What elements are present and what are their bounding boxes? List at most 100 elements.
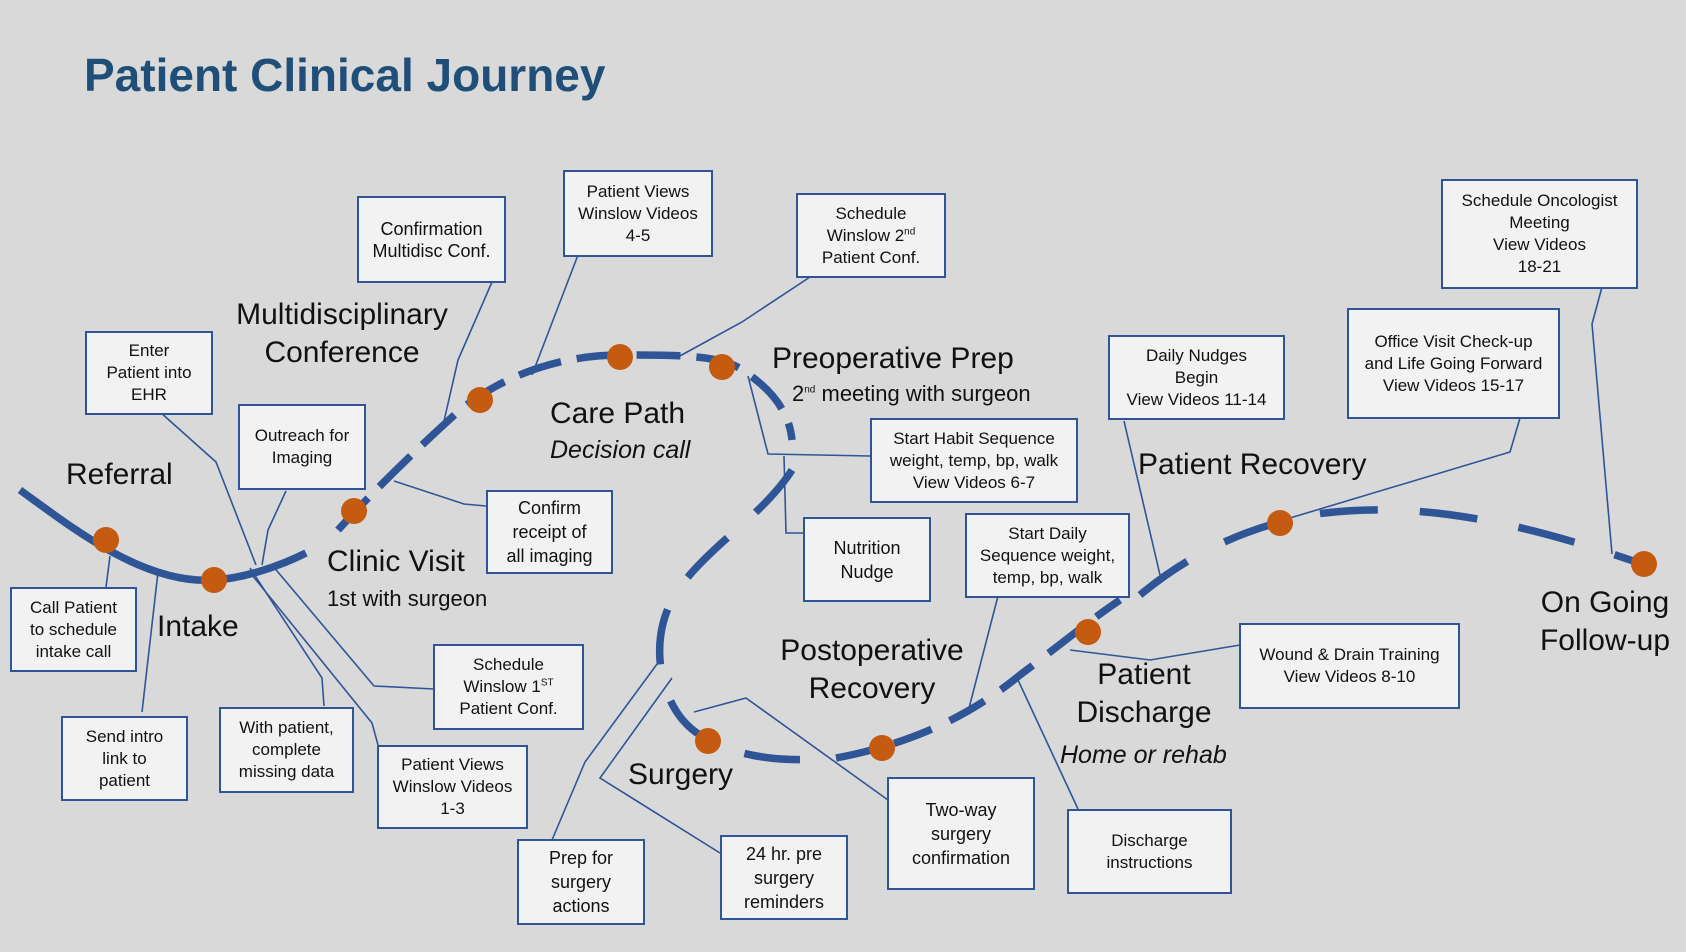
connector-daily-seq (967, 595, 999, 713)
stage-followup: On Going Follow-up (1539, 586, 1671, 657)
connector-call-patient (105, 555, 111, 588)
connector-confirm-imaging (393, 480, 487, 507)
stage-surgery: Surgery (628, 758, 734, 791)
stage-clinic-visit: Clinic Visit (327, 545, 465, 578)
connector-24hr (598, 677, 721, 854)
box-outreach: Outreach for Imaging (238, 404, 366, 490)
stage-preop-sub-sup: nd (804, 384, 816, 396)
box-line: Patient Conf. (821, 247, 921, 267)
node-postop (869, 735, 895, 761)
box-line: 18-21 (1517, 257, 1562, 276)
box-24hr-reminders: 24 hr. pre surgery reminders (720, 835, 848, 920)
box-24hr-reminders-text: 24 hr. pre surgery reminders (744, 842, 824, 914)
box-line: With patient, (239, 718, 334, 737)
box-patient-views-4-5-text: Patient Views Winslow Videos 4-5 (578, 181, 698, 247)
box-enter-patient-text: Enter Patient into EHR (106, 340, 191, 406)
box-line: and Life Going Forward (1364, 353, 1543, 373)
box-line: Outreach for (254, 426, 350, 445)
box-line: EHR (131, 385, 167, 404)
box-line: temp, bp, walk (992, 567, 1103, 587)
node-multidisciplinary (467, 387, 493, 413)
path-clinic-to-care (335, 351, 796, 533)
box-line: Start Habit Sequence (893, 428, 1055, 448)
box-line: Sequence weight, (979, 545, 1116, 565)
connector-wound (1069, 644, 1241, 661)
box-line: Confirm (517, 498, 581, 518)
box-nutrition-nudge: Nutrition Nudge (803, 517, 931, 602)
box-line: View Videos (1493, 235, 1586, 254)
box-line: surgery (550, 872, 612, 892)
box-line: Two-way (925, 799, 997, 820)
box-line-part: Winslow 1 (463, 677, 541, 696)
box-line: View Videos 6-7 (912, 472, 1036, 492)
box-daily-nudges: Daily Nudges Begin View Videos 11-14 (1108, 335, 1285, 420)
connector-prep-surgery (551, 659, 661, 841)
journey-path (17, 351, 1647, 764)
box-line: Discharge (1111, 830, 1188, 850)
box-line: 4-5 (625, 225, 651, 245)
node-surgery (695, 728, 721, 754)
connector-views-1-3 (251, 574, 379, 746)
box-line: instructions (1106, 852, 1193, 872)
box-line: Schedule (473, 655, 544, 674)
connector-enter-patient (159, 411, 257, 566)
box-line: View Videos 11-14 (1126, 389, 1267, 409)
box-nutrition-nudge-text: Nutrition Nudge (833, 536, 900, 584)
box-with-patient: With patient, complete missing data (219, 707, 354, 793)
page-title: Patient Clinical Journey (84, 49, 606, 101)
connector-lines (105, 254, 1613, 854)
box-line: Patient Conf. (459, 699, 558, 718)
milestone-nodes (93, 344, 1657, 761)
box-line: reminders (743, 891, 825, 912)
stage-clinic-visit-sub: 1st with surgeon (327, 586, 488, 611)
path-preop-to-surgery (656, 467, 831, 764)
box-line: View Videos 8-10 (1283, 667, 1416, 686)
box-send-intro: Send intro link to patient (61, 716, 188, 801)
connector-schedule-w1 (271, 564, 435, 690)
connector-nutrition (783, 455, 803, 534)
box-confirm-imaging-text: Confirm receipt of all imaging (506, 496, 592, 568)
node-preop (709, 354, 735, 380)
box-habit-sequence: Start Habit Sequence weight, temp, bp, w… (870, 418, 1078, 503)
box-line-sup: nd (904, 225, 916, 237)
box-with-patient-text: With patient, complete missing data (239, 717, 334, 783)
stage-recovery: Patient Recovery (1138, 448, 1367, 481)
stage-intake: Intake (157, 610, 239, 643)
box-line: 1-3 (440, 799, 465, 818)
box-discharge-instructions: Discharge instructions (1067, 809, 1232, 894)
box-confirmation: Confirmation Multidisc Conf. (357, 196, 506, 283)
box-schedule-winslow-2: Schedule Winslow 2nd Patient Conf. (796, 193, 946, 278)
node-clinic-visit (341, 498, 367, 524)
box-line: receipt of (512, 522, 587, 542)
box-call-patient: Call Patient to schedule intake call (10, 587, 137, 672)
box-line: Start Daily (1008, 523, 1087, 543)
connector-views-4-5 (531, 254, 579, 376)
box-line: weight, temp, bp, walk (889, 450, 1059, 470)
stage-discharge-sub: Home or rehab (1060, 741, 1227, 769)
connector-daily-nudges (1123, 420, 1161, 576)
box-line: Schedule Oncologist (1461, 191, 1618, 210)
box-line: intake call (35, 641, 112, 661)
box-line: patient (98, 770, 151, 790)
box-prep-surgery-text: Prep for surgery actions (549, 846, 613, 918)
box-discharge-instructions-text: Discharge instructions (1107, 830, 1193, 874)
connector-with-patient (249, 567, 325, 707)
connector-outreach (261, 490, 287, 566)
connector-discharge-instr (1017, 679, 1079, 810)
connector-oncologist (1591, 286, 1613, 555)
box-line: actions (552, 896, 610, 916)
box-line: Office Visit Check-up (1374, 331, 1533, 351)
connector-schedule-w2 (677, 276, 811, 358)
box-daily-nudges-text: Daily Nudges Begin View Videos 11-14 (1127, 345, 1267, 411)
stage-preop-sub: 2nd meeting with surgeon (792, 381, 1031, 407)
box-line-sup: ST (540, 677, 554, 689)
box-schedule-winslow-2-text: Schedule Winslow 2nd Patient Conf. (822, 203, 920, 269)
box-line: Patient Views (401, 755, 504, 774)
node-recovery (1267, 510, 1293, 536)
box-line: surgery (930, 823, 991, 844)
box-line: to schedule (30, 619, 117, 639)
box-patient-views-4-5: Patient Views Winslow Videos 4-5 (563, 170, 713, 257)
stage-discharge: Patient Discharge (1076, 658, 1212, 729)
box-line: Meeting (1509, 213, 1570, 232)
box-line: Wound & Drain Training (1259, 645, 1440, 664)
